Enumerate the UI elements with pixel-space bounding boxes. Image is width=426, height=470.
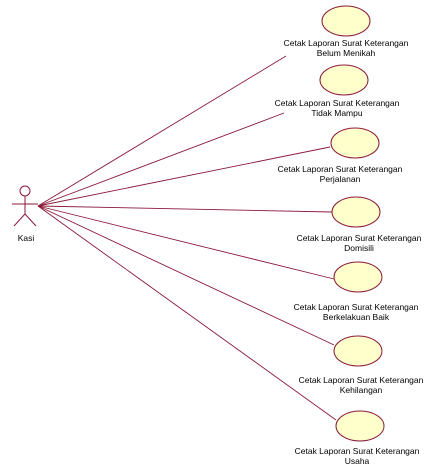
- use-case-ellipse: [333, 261, 383, 293]
- use-case-ellipse: [330, 127, 380, 159]
- use-case-label-line: Kehilangan: [340, 385, 383, 395]
- association-line: [37, 112, 285, 207]
- use-case-label-line: Cetak Laporan Surat Keterangan: [297, 233, 422, 243]
- use-case-label-line: Cetak Laporan Surat Keterangan: [284, 38, 409, 48]
- use-case-label-line: Tidak Mampu: [311, 108, 362, 118]
- association-line: [37, 205, 335, 346]
- use-case-label-line: Usaha: [345, 456, 370, 466]
- use-case-ellipse: [331, 196, 381, 228]
- use-case-label-line: Domisili: [344, 243, 374, 253]
- actor-label: Kasi: [18, 233, 35, 243]
- association-line: [37, 205, 333, 213]
- actor-left-leg: [13, 213, 26, 227]
- use-case-ellipse: [333, 335, 383, 367]
- use-case-5[interactable]: Cetak Laporan Surat KeteranganBerkelakua…: [294, 261, 419, 322]
- use-case-label-line: Cetak Laporan Surat Keterangan: [299, 375, 424, 385]
- actor-right-leg: [24, 213, 37, 227]
- use-case-label-line: Cetak Laporan Surat Keterangan: [295, 446, 420, 456]
- association-line: [37, 55, 287, 207]
- actor-kasi[interactable]: Kasi: [12, 185, 38, 243]
- use-case-label-line: Cetak Laporan Surat Keterangan: [278, 164, 403, 174]
- use-case-label-line: Berkelakuan Baik: [323, 312, 390, 322]
- use-case-label-line: Cetak Laporan Surat Keterangan: [275, 98, 400, 108]
- use-case-ellipse: [321, 5, 371, 37]
- use-case-label-line: Perjalanan: [320, 174, 361, 184]
- associations: [37, 55, 337, 421]
- association-line: [37, 146, 331, 207]
- use-case-label-line: Cetak Laporan Surat Keterangan: [294, 302, 419, 312]
- association-line: [37, 205, 335, 280]
- use-case-label-line: Belum Menikah: [317, 48, 376, 58]
- actor-head: [19, 185, 31, 197]
- association-line: [37, 205, 337, 421]
- use-case-ellipse: [319, 64, 369, 96]
- use-case-ellipse: [335, 410, 385, 442]
